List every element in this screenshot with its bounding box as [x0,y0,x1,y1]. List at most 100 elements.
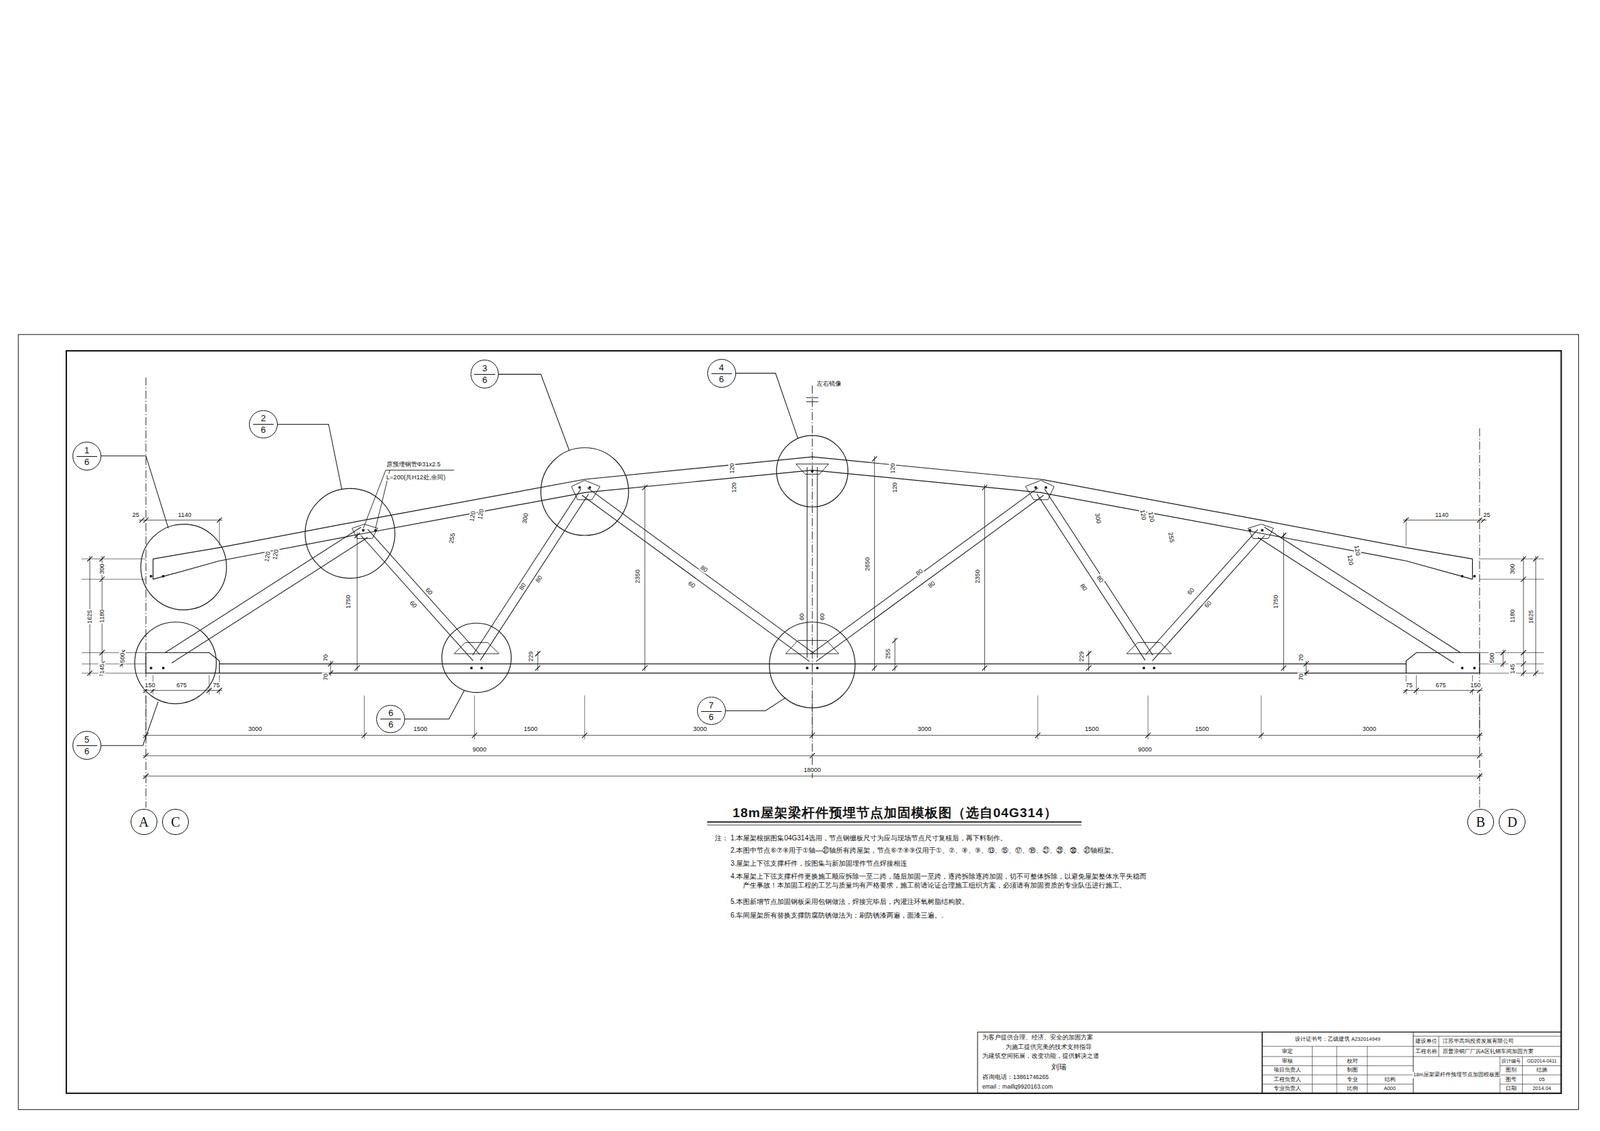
callout-divider [380,718,401,720]
callout-divider [76,745,98,747]
web-member [587,487,816,654]
callout-divider [76,456,98,457]
table-cell-text: 2014.04 [1531,1086,1552,1093]
table-rule [1413,1056,1562,1058]
detail-callout: 26 [248,410,278,440]
web-member [164,527,361,653]
dimension-tick [87,671,93,676]
dimension-text: 1750 [1271,594,1279,610]
dimension-tick [1532,556,1538,562]
dimension-text: 300 [521,511,531,525]
dimension-tick [1520,556,1526,562]
text-run: 5 [84,735,89,745]
dimension-line [894,637,896,672]
embedded-pipe-dot [1248,529,1252,533]
note-text: 6.车间屋架所有替换支撑防腐防锈做法为：刷防锈漆两遍，面漆三遍。. [730,911,1224,921]
callout-number: 6 [707,373,736,388]
web-member [368,529,481,655]
dimension-tick [328,661,334,667]
table-cell-text: 项目负责人 [1273,1067,1302,1074]
text-run: B [1476,815,1486,830]
dimension-text: 120 [1146,510,1156,524]
dimension-text: 300 [1509,563,1516,576]
dimension-tick [1500,650,1506,656]
axis-label: C [162,809,189,836]
dimension-text: 25 [1482,511,1491,519]
title-underline [707,821,1082,823]
dimension-text: 3000 [247,725,263,733]
note-text: 5.本图新增节点加固钢板采用包钢做法，焊接完毕后，内灌注环氧树脂结构胶。 [730,897,1224,907]
dimension-tick [87,556,93,562]
extension-line [1415,675,1417,695]
extension-line [1478,695,1480,740]
callout-number: 3 [471,360,499,375]
table-cell-text: 05 [1538,1076,1546,1083]
text-run: A [138,815,149,830]
dimension-tick [1086,651,1092,657]
dimension-text: 255 [447,532,457,546]
callout-number: 7 [697,697,726,712]
dimension-line [1402,690,1483,691]
annotation-text: 左右镜像 [816,380,843,388]
detail-callout: 66 [376,705,405,734]
embedded-pipe-dot [361,529,365,533]
dimension-text: 675 [175,682,188,689]
dimension-text: 145 [98,663,106,676]
callout-divider [253,424,274,425]
dimension-text: 18000 [803,766,822,774]
callout-number: 6 [697,711,726,726]
text-run: 3 [482,363,488,373]
dimension-line [874,456,875,672]
dimension-tick [99,556,104,562]
table-cell-text: 设计编号 [1500,1058,1522,1065]
table-cell-text: 结施 [1535,1067,1549,1074]
text-run: 6 [84,457,89,467]
dimension-line [1283,532,1284,672]
dimension-tick [354,665,360,671]
dimension-line [1523,556,1525,677]
leader-line [385,469,455,471]
dimension-text: 1140 [1434,511,1449,519]
embedded-pipe-dot [480,666,483,670]
sheet-border [18,334,1579,1110]
dimension-tick [143,753,149,758]
embedded-pipe-dot [1152,666,1156,670]
bottom-chord [145,673,1480,674]
axis-label: B [1467,809,1494,836]
embedded-pipe-dot [162,666,165,670]
web-member [816,467,818,659]
dimension-text: 60 [1185,586,1197,598]
dimension-text: 150 [144,682,156,689]
dimension-text: 150 [1469,682,1481,689]
dimension-tick [1281,665,1287,671]
embedded-pipe-dot [805,666,809,670]
note-heading-text: 注： [714,834,730,843]
web-member [1152,535,1265,661]
dimension-text: 1625 [1526,609,1534,625]
top-chord [1472,558,1473,580]
dimension-tick [982,665,988,671]
embedded-pipe-dot [578,486,581,490]
gusset-plate [1247,524,1274,540]
dimension-text: 60 [1202,599,1214,611]
consultant-box [977,1032,1263,1094]
axis-bubble: C [162,809,189,836]
dimension-text: 70 [1297,673,1305,682]
table-cell-text: 图别 [1504,1067,1518,1074]
callout-number: 6 [249,424,278,438]
dimension-text: 255 [1166,531,1176,545]
detail-circle [541,448,629,536]
table-cell-text: 设计证书号：乙级建筑 A232014949 [1294,1036,1382,1043]
axis-label: D [1499,809,1525,836]
dimension-tick [809,733,815,739]
dimension-text: 60 [423,586,435,598]
embedded-pipe-dot [469,666,473,670]
web-member [1257,537,1454,663]
web-member [1037,494,1146,661]
note-text: 2.本图中节点⑥⑦⑧用于①轴—㉛轴所有跨屋架，节点⑥⑦⑧⑨仅用于①、②、⑧、⑨、… [730,846,1224,856]
dimension-text: 1180 [1509,608,1516,624]
table-rule [1413,1046,1562,1048]
web-member [472,489,581,656]
embedded-pipe-dot [1044,486,1048,490]
detail-circle [441,623,511,693]
